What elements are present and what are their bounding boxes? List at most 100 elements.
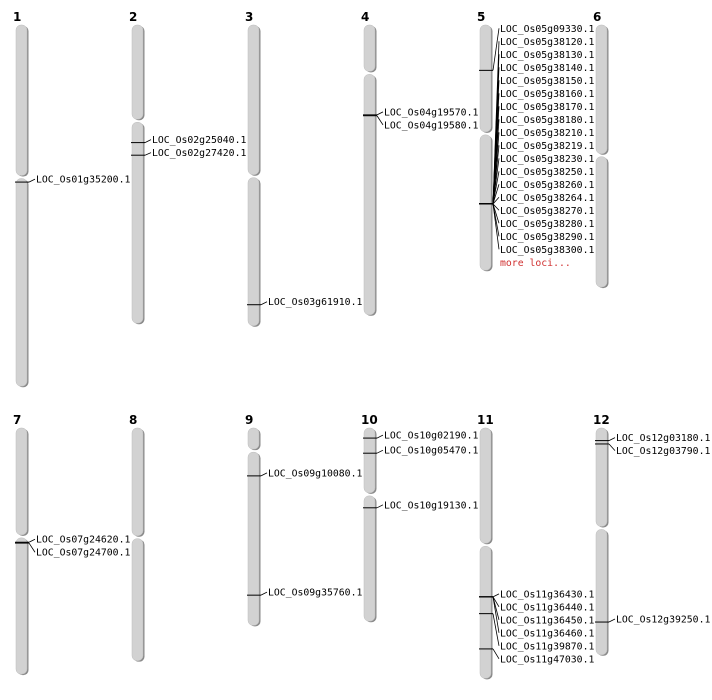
locus-connector <box>28 542 36 553</box>
chromosome-arm <box>15 178 28 387</box>
label-layer: LOC_Os01g35200.1LOC_Os02g25040.1LOC_Os02… <box>15 24 710 665</box>
chromosome-6: 6 <box>593 10 609 289</box>
locus-label: LOC_Os05g38170.1 <box>500 102 594 113</box>
chromosome-2: 2 <box>129 10 145 325</box>
locus-label: LOC_Os03g61910.1 <box>268 297 362 308</box>
locus-connector <box>376 111 384 116</box>
locus-label: LOC_Os12g03790.1 <box>616 446 710 457</box>
chromosome-number: 5 <box>477 10 485 24</box>
chromosome-number: 8 <box>129 413 137 427</box>
locus-label: LOC_Os07g24620.1 <box>36 535 130 546</box>
chromosome-arm <box>15 427 28 536</box>
locus-connector <box>376 434 384 439</box>
locus-connector <box>28 178 36 183</box>
chromosome-4: 4 <box>361 10 377 316</box>
chromosome-10: 10 <box>361 413 378 623</box>
chromosome-arm <box>247 427 260 450</box>
locus-connector <box>492 28 500 71</box>
chromosome-arm <box>595 156 608 288</box>
chromosome-12-loci: LOC_Os12g03180.1LOC_Os12g03790.1LOC_Os12… <box>595 433 710 626</box>
chromosome-arm <box>247 24 260 175</box>
locus-connector <box>492 171 500 204</box>
locus-label: LOC_Os05g38140.1 <box>500 63 594 74</box>
chromosome-arm <box>363 495 376 622</box>
locus-connector <box>492 184 500 205</box>
locus-label: LOC_Os02g27420.1 <box>152 148 246 159</box>
locus-label: LOC_Os11g36430.1 <box>500 589 594 600</box>
locus-label: LOC_Os07g24700.1 <box>36 548 130 559</box>
locus-connector <box>492 596 500 633</box>
locus-label: LOC_Os10g19130.1 <box>384 500 478 511</box>
locus-connector <box>376 504 384 509</box>
chromosome-arm <box>363 24 376 72</box>
locus-label: LOC_Os05g38210.1 <box>500 128 594 139</box>
locus-connector <box>608 618 616 623</box>
locus-label: LOC_Os05g38130.1 <box>500 50 594 61</box>
locus-connector <box>492 613 500 646</box>
locus-label: LOC_Os05g38250.1 <box>500 167 594 178</box>
chromosome-number: 3 <box>245 10 253 24</box>
chromosome-arm <box>131 24 144 120</box>
locus-label: LOC_Os04g19570.1 <box>384 107 478 118</box>
chromosome-number: 7 <box>13 413 21 427</box>
chromosome-arm <box>595 529 608 656</box>
chromosome-arm <box>131 538 144 661</box>
locus-connector <box>144 152 152 156</box>
chromosome-arm <box>479 546 492 679</box>
locus-label: LOC_Os05g38260.1 <box>500 180 594 191</box>
locus-label: LOC_Os05g38180.1 <box>500 115 594 126</box>
locus-label: LOC_Os11g39870.1 <box>500 641 594 652</box>
locus-label: LOC_Os10g02190.1 <box>384 431 478 442</box>
chromosome-number: 1 <box>13 10 21 24</box>
locus-label: LOC_Os10g05470.1 <box>384 446 478 457</box>
chromosome-1: 1 <box>13 10 29 388</box>
locus-connector <box>492 203 500 211</box>
locus-connector <box>492 203 500 250</box>
locus-label: LOC_Os01g35200.1 <box>36 175 130 186</box>
chromosome-8: 8 <box>129 413 145 662</box>
locus-connector <box>260 472 268 477</box>
chromosome-5: 5 <box>477 10 493 272</box>
chromosome-arm <box>15 24 28 176</box>
chromosome-arm <box>479 134 492 271</box>
locus-label: LOC_Os05g38219.1 <box>500 141 594 152</box>
chromosome-3: 3 <box>245 10 261 327</box>
chromosome-number: 4 <box>361 10 369 24</box>
locus-label: LOC_Os02g25040.1 <box>152 135 246 146</box>
chromosome-11: 11 <box>477 413 494 680</box>
locus-label: LOC_Os05g38264.1 <box>500 193 594 204</box>
locus-label: LOC_Os05g38280.1 <box>500 219 594 230</box>
chromosome-9: 9 <box>245 413 261 627</box>
locus-connector <box>376 115 384 126</box>
chromosome-11-loci: LOC_Os11g36430.1LOC_Os11g36440.1LOC_Os11… <box>479 589 594 665</box>
locus-connector <box>376 449 384 454</box>
locus-label: LOC_Os05g38160.1 <box>500 89 594 100</box>
locus-label: LOC_Os09g10080.1 <box>268 468 362 479</box>
chromosome-12: 12 <box>593 413 610 656</box>
chromosome-arm <box>479 427 492 544</box>
chromosome-3-loci: LOC_Os03g61910.1 <box>247 297 362 308</box>
chromosome-arm <box>479 24 492 133</box>
chromosome-5-loci: LOC_Os05g09330.1LOC_Os05g38120.1LOC_Os05… <box>479 24 594 269</box>
locus-label: LOC_Os11g36460.1 <box>500 628 594 639</box>
locus-label: LOC_Os05g38120.1 <box>500 37 594 48</box>
chromosome-1-loci: LOC_Os01g35200.1 <box>15 175 130 186</box>
locus-label: LOC_Os12g39250.1 <box>616 615 710 626</box>
chromosome-number: 12 <box>593 413 610 427</box>
locus-connector <box>608 443 616 451</box>
locus-connector <box>492 197 500 205</box>
locus-label: LOC_Os05g09330.1 <box>500 24 594 35</box>
locus-label: LOC_Os05g38290.1 <box>500 232 594 243</box>
more-loci-link[interactable]: more loci... <box>500 258 571 269</box>
chromosome-arm <box>595 427 608 527</box>
locus-connector <box>608 437 616 441</box>
locus-connector <box>260 301 268 306</box>
locus-connector <box>260 591 268 596</box>
chromosome-number: 6 <box>593 10 601 24</box>
